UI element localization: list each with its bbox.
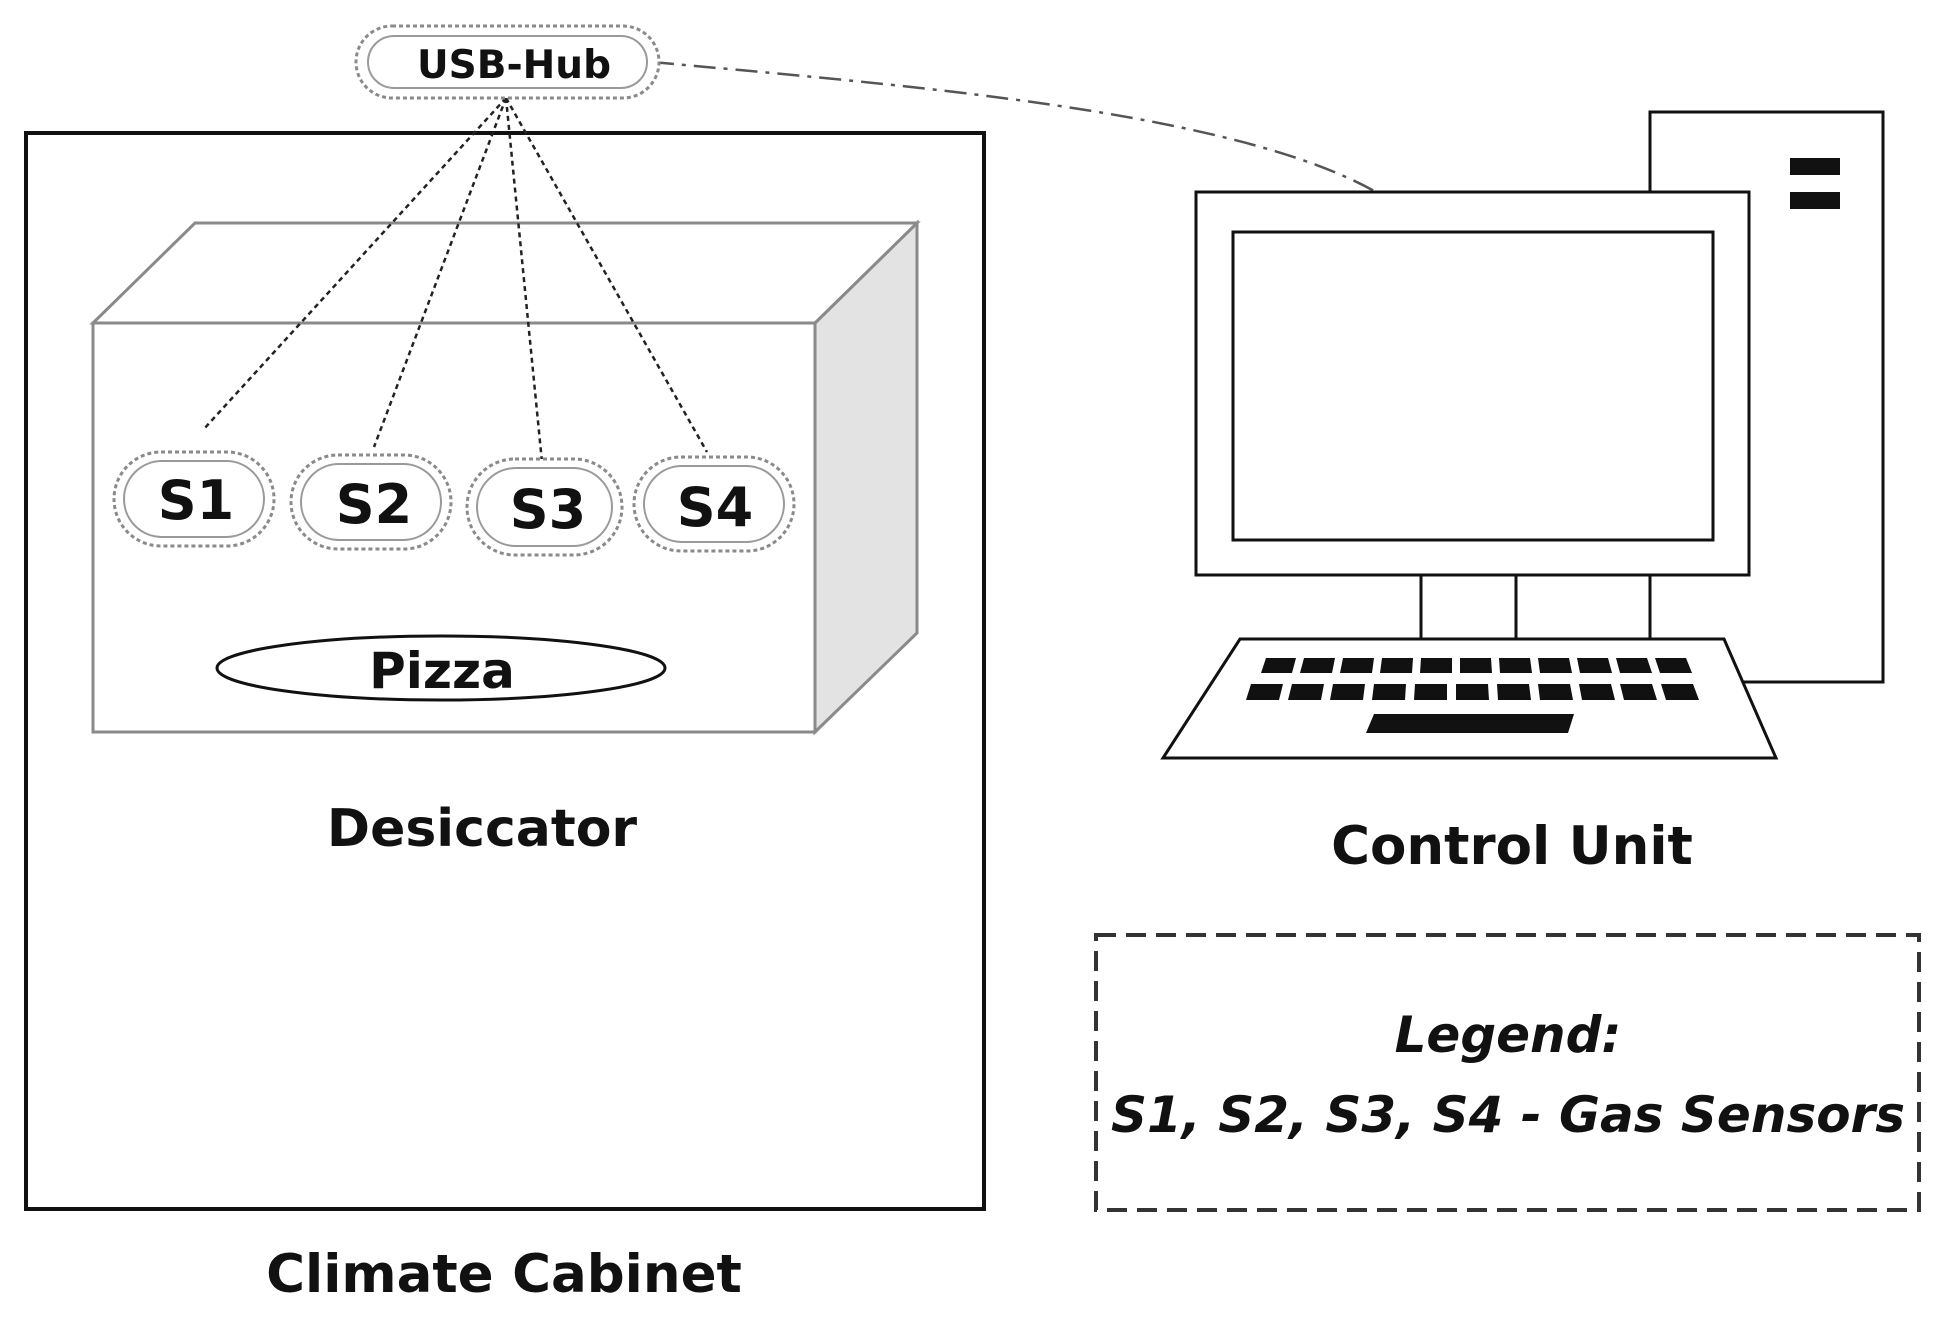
sensor-s4: S4 xyxy=(632,455,796,553)
connection-line-s2 xyxy=(372,97,508,448)
monitor-stand xyxy=(1419,573,1652,643)
sensor-s3: S3 xyxy=(465,457,624,557)
keyboard-keys xyxy=(1246,658,1699,733)
sensor-s3-label: S3 xyxy=(510,478,586,541)
drive-slot-icon xyxy=(1790,192,1840,209)
sensor-s2: S2 xyxy=(289,453,453,551)
pizza-sample: Pizza xyxy=(215,634,667,702)
connection-line-s4 xyxy=(504,97,709,453)
sensor-connection-lines xyxy=(202,97,709,463)
connection-line-s3 xyxy=(504,97,544,463)
climate-cabinet-label: Climate Cabinet xyxy=(266,1244,742,1305)
control-unit-label: Control Unit xyxy=(1331,816,1693,877)
connection-line-s1 xyxy=(202,97,507,431)
sensor-s1: S1 xyxy=(112,450,276,548)
hub-to-computer-link xyxy=(651,60,1377,194)
sensor-s4-label: S4 xyxy=(677,476,753,539)
legend-box: Legend: S1, S2, S3, S4 - Gas Sensors xyxy=(1094,933,1921,1212)
control-unit-computer xyxy=(1160,110,1885,760)
usb-hub: USB-Hub xyxy=(354,24,661,100)
legend-title: Legend: xyxy=(1395,1006,1622,1064)
usb-hub-label: USB-Hub xyxy=(417,43,611,88)
climate-cabinet-box xyxy=(24,131,986,1211)
monitor-screen xyxy=(1231,230,1715,542)
desiccator-label: Desiccator xyxy=(327,799,638,859)
legend-text: S1, S2, S3, S4 - Gas Sensors xyxy=(1111,1086,1905,1144)
pizza-label: Pizza xyxy=(369,642,515,700)
drive-slot-icon xyxy=(1790,158,1840,175)
sensor-s1-label: S1 xyxy=(158,469,234,532)
keyboard-spacebar xyxy=(1366,714,1574,733)
sensor-s2-label: S2 xyxy=(336,473,412,536)
desiccator-top-face xyxy=(89,221,921,325)
